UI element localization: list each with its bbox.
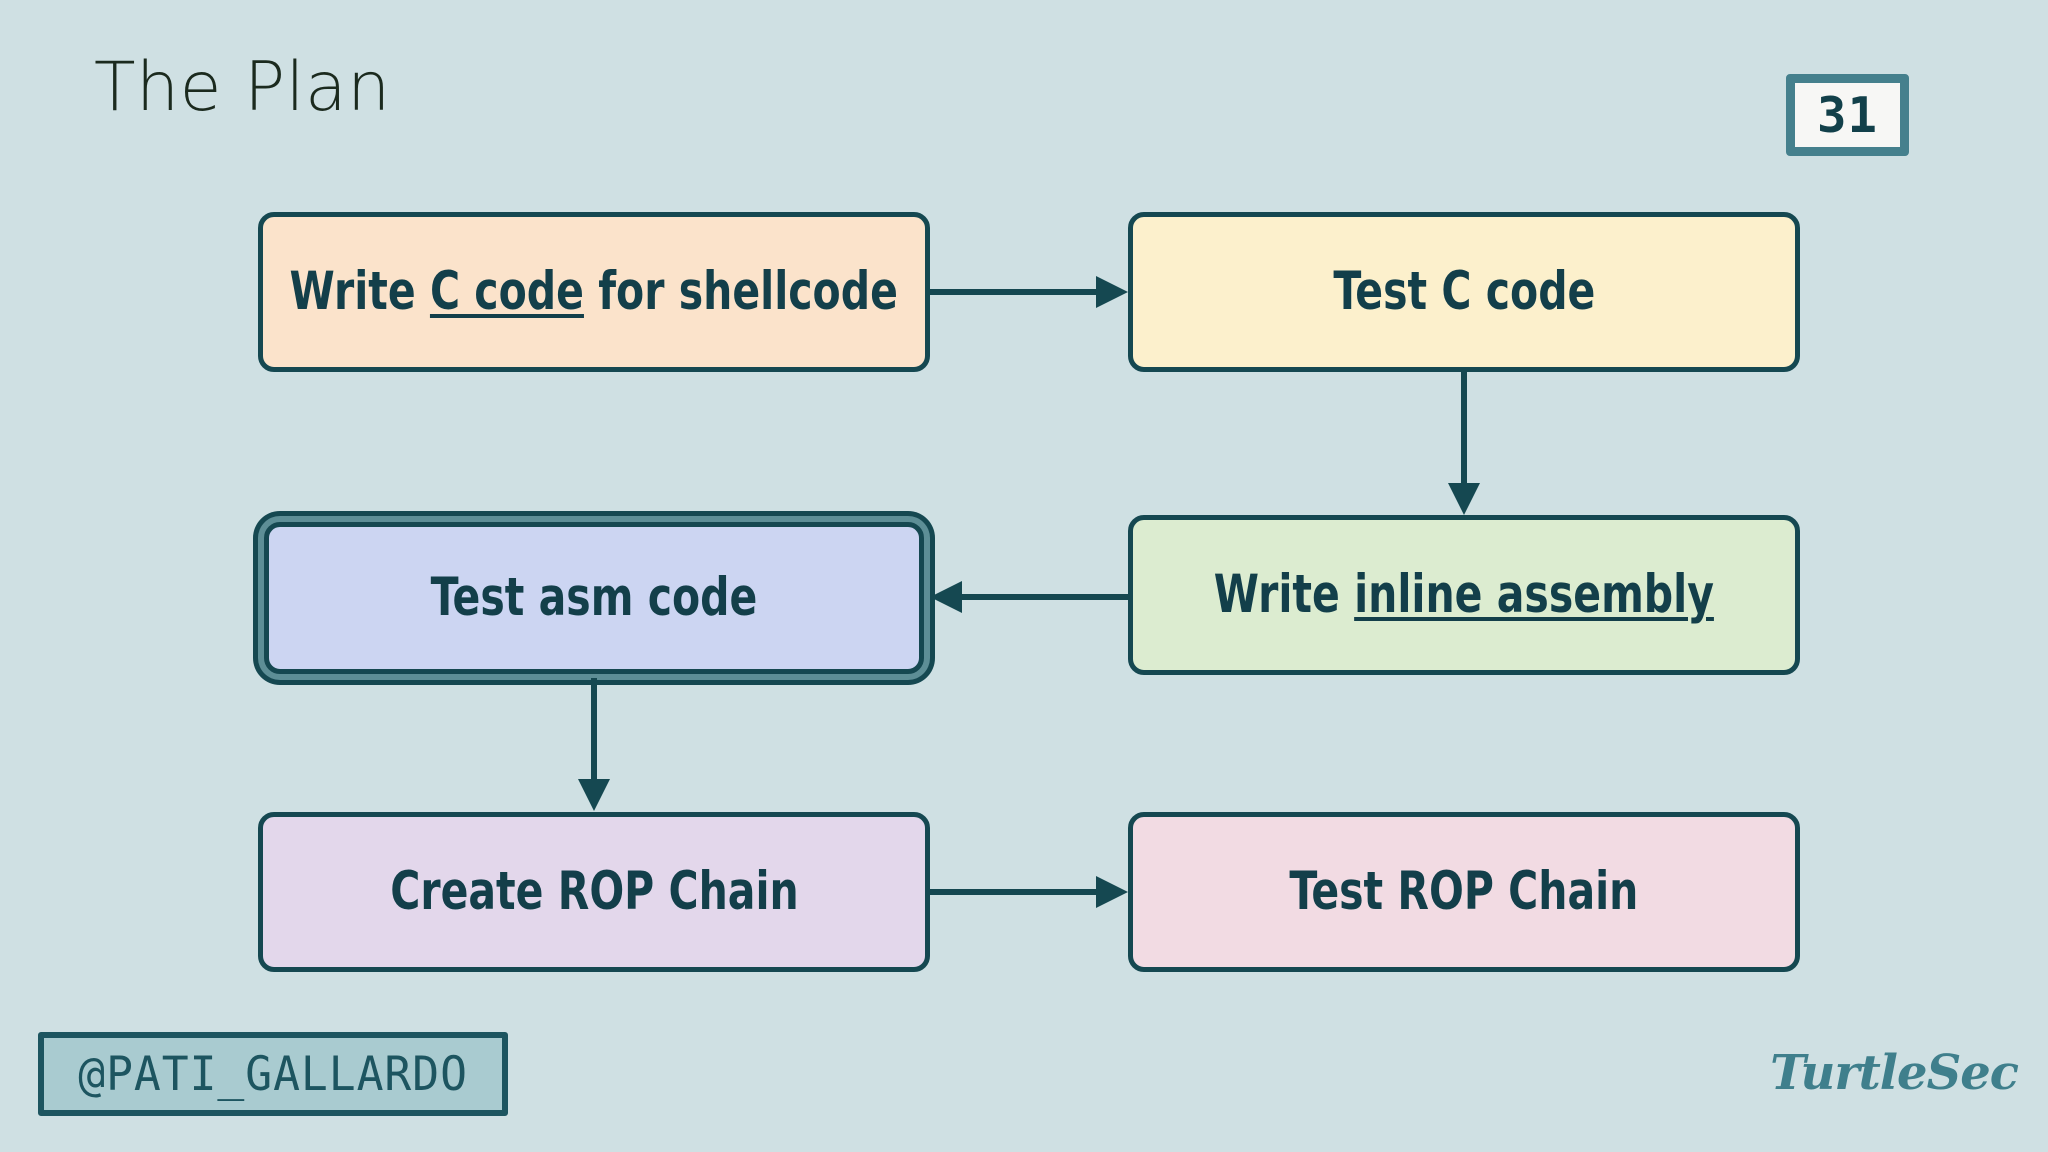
page-title: The Plan [94,48,391,127]
flow-node-test-c-code[interactable]: Test C code [1128,212,1800,372]
flow-node-test-asm-code[interactable]: Test asm code [264,522,924,674]
flow-node-label: Test ROP Chain [1289,861,1639,923]
flow-node-label: Test asm code [430,567,758,629]
arrow-create-rop-chain-to-test-rop-chain [930,876,1128,908]
flow-node-test-rop-chain[interactable]: Test ROP Chain [1128,812,1800,972]
slide-number-badge: 31 [1786,74,1909,156]
arrow-write-c-code-to-test-c-code [930,276,1128,308]
slide-number-value: 31 [1816,86,1878,144]
flow-node-label: Create ROP Chain [389,861,799,923]
flow-node-label: Write C code for shellcode [289,261,899,323]
author-handle-badge: @PATI_GALLARDO [38,1032,508,1116]
arrow-write-inline-assembly-to-test-asm-code [930,581,1128,613]
flow-node-write-inline-assembly[interactable]: Write inline assembly [1128,515,1800,675]
author-handle-text: @PATI_GALLARDO [78,1046,468,1102]
flow-node-create-rop-chain[interactable]: Create ROP Chain [258,812,930,972]
brand-logo-text: TurtleSec [1770,1045,2019,1101]
arrow-test-c-code-to-write-inline-assembly [1448,372,1480,515]
flow-node-label: Write inline assembly [1213,564,1715,626]
arrow-test-asm-code-to-create-rop-chain [578,678,610,811]
flow-node-write-c-code[interactable]: Write C code for shellcode [258,212,930,372]
brand-logo: TurtleSec [1770,1038,2019,1108]
flow-node-label: Test C code [1332,261,1596,323]
